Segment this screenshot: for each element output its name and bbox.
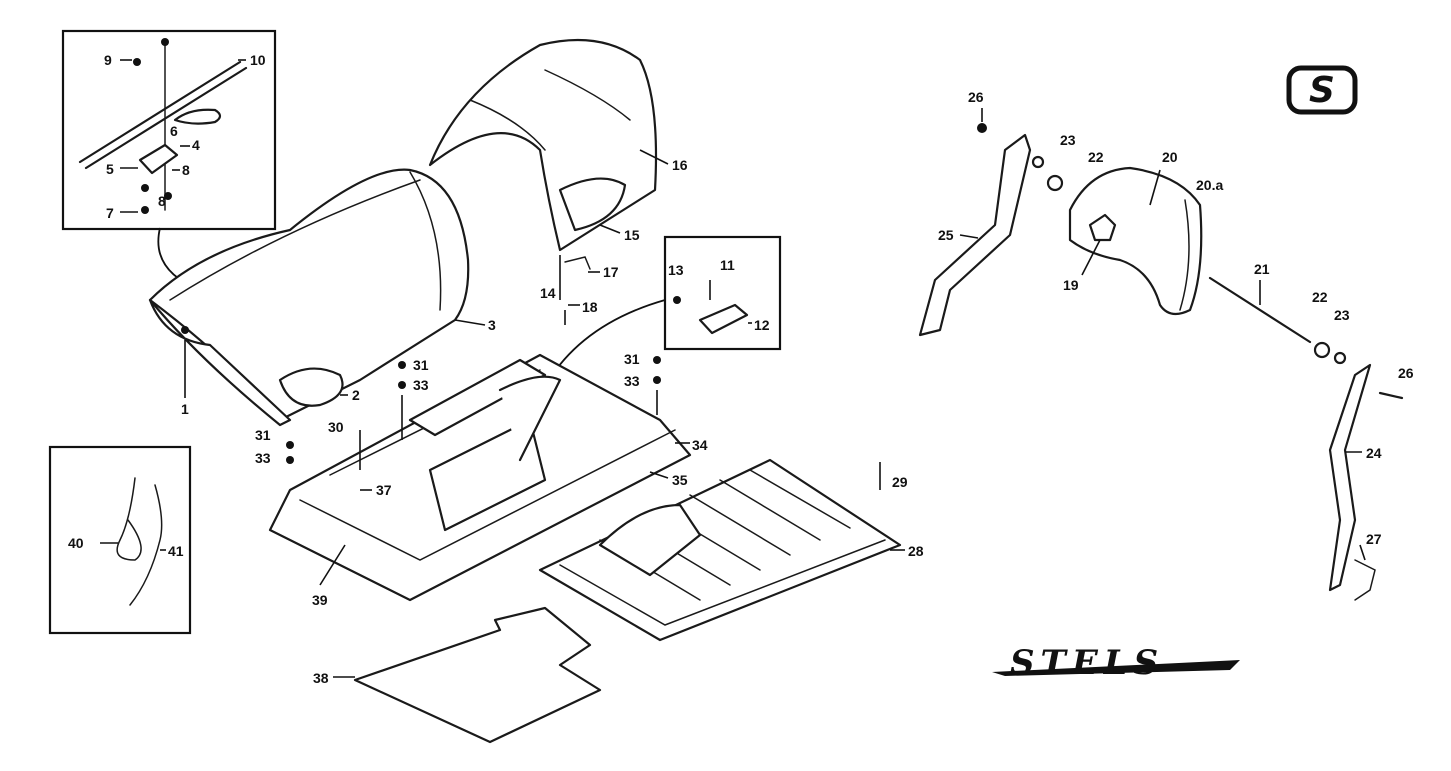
floor-mat: 38 (313, 606, 602, 744)
logo-letter: S (1309, 70, 1335, 111)
callout-16: 16 (672, 157, 688, 173)
inset-hinge: 13 11 12 (663, 235, 782, 351)
seat-hinge-plate (278, 367, 344, 407)
rear-seat-bracket (558, 177, 627, 232)
callout-31-b: 31 (413, 357, 429, 373)
callout-20a: 20.a (1196, 177, 1223, 193)
inset-cable: 40 41 (48, 445, 192, 635)
callout-12: 12 (754, 317, 770, 333)
callout-26-a: 26 (968, 89, 984, 105)
callout-31-a: 31 (255, 427, 271, 443)
callout-22-a: 22 (1088, 149, 1104, 165)
backrest-pad (1068, 166, 1203, 316)
strap-loop (173, 108, 222, 125)
hinge-plate (698, 303, 749, 335)
callout-37: 37 (376, 482, 392, 498)
callout-29: 29 (892, 474, 908, 490)
callout-7: 7 (106, 205, 114, 221)
callout-3: 3 (488, 317, 496, 333)
callout-10: 10 (250, 52, 266, 68)
callout-21: 21 (1254, 261, 1270, 277)
wordmark-text: STELS (1010, 643, 1164, 683)
bracket-left (918, 133, 1032, 337)
callout-4: 4 (192, 137, 200, 153)
callout-23-a: 23 (1060, 132, 1076, 148)
callout-2: 2 (352, 387, 360, 403)
callout-35: 35 (672, 472, 688, 488)
callout-40: 40 (68, 535, 84, 551)
callout-33-b: 33 (413, 377, 429, 393)
callout-26-b: 26 (1398, 365, 1414, 381)
bracket-right (1328, 363, 1372, 592)
brand-logo: S (1286, 65, 1358, 115)
backrest-assembly: 26 25 23 22 19 20 20.a 21 22 23 26 24 27 (918, 89, 1414, 601)
callout-1: 1 (181, 401, 189, 417)
main-seat: 1 2 3 (148, 168, 496, 427)
callout-13: 13 (668, 262, 684, 278)
callout-8-b: 8 (158, 193, 166, 209)
callout-8-a: 8 (182, 162, 190, 178)
inset-seat-latch: 9 10 6 4 5 8 7 8 (61, 29, 277, 231)
callout-20: 20 (1162, 149, 1178, 165)
callout-22-b: 22 (1312, 289, 1328, 305)
callout-9: 9 (104, 52, 112, 68)
callout-18: 18 (582, 299, 598, 315)
callout-19: 19 (1063, 277, 1079, 293)
callout-17: 17 (603, 264, 619, 280)
callout-24: 24 (1366, 445, 1382, 461)
callout-39: 39 (312, 592, 328, 608)
callout-33-a: 33 (255, 450, 271, 466)
callout-28: 28 (908, 543, 924, 559)
callout-34: 34 (692, 437, 708, 453)
callout-27: 27 (1366, 531, 1382, 547)
callout-14: 14 (540, 285, 556, 301)
callout-11: 11 (720, 257, 735, 273)
storage-tray: 29 28 (538, 458, 924, 642)
brand-wordmark: STELS (992, 643, 1240, 683)
backrest-knob (1088, 213, 1117, 242)
callout-33-c: 33 (624, 373, 640, 389)
seat-strap-rail (78, 60, 242, 164)
backrest-rod (1208, 276, 1312, 344)
callout-41: 41 (168, 543, 184, 559)
callout-6: 6 (170, 123, 178, 139)
rear-seat: 16 15 17 14 18 (428, 38, 688, 325)
callout-15: 15 (624, 227, 640, 243)
callout-5: 5 (106, 161, 114, 177)
callout-25: 25 (938, 227, 954, 243)
callout-30: 30 (328, 419, 344, 435)
callout-31-c: 31 (624, 351, 640, 367)
callout-38: 38 (313, 670, 329, 686)
seat-frame: 31 33 31 33 31 33 30 37 34 35 39 (255, 351, 708, 608)
latch-bracket (138, 143, 179, 175)
callout-23-b: 23 (1334, 307, 1350, 323)
